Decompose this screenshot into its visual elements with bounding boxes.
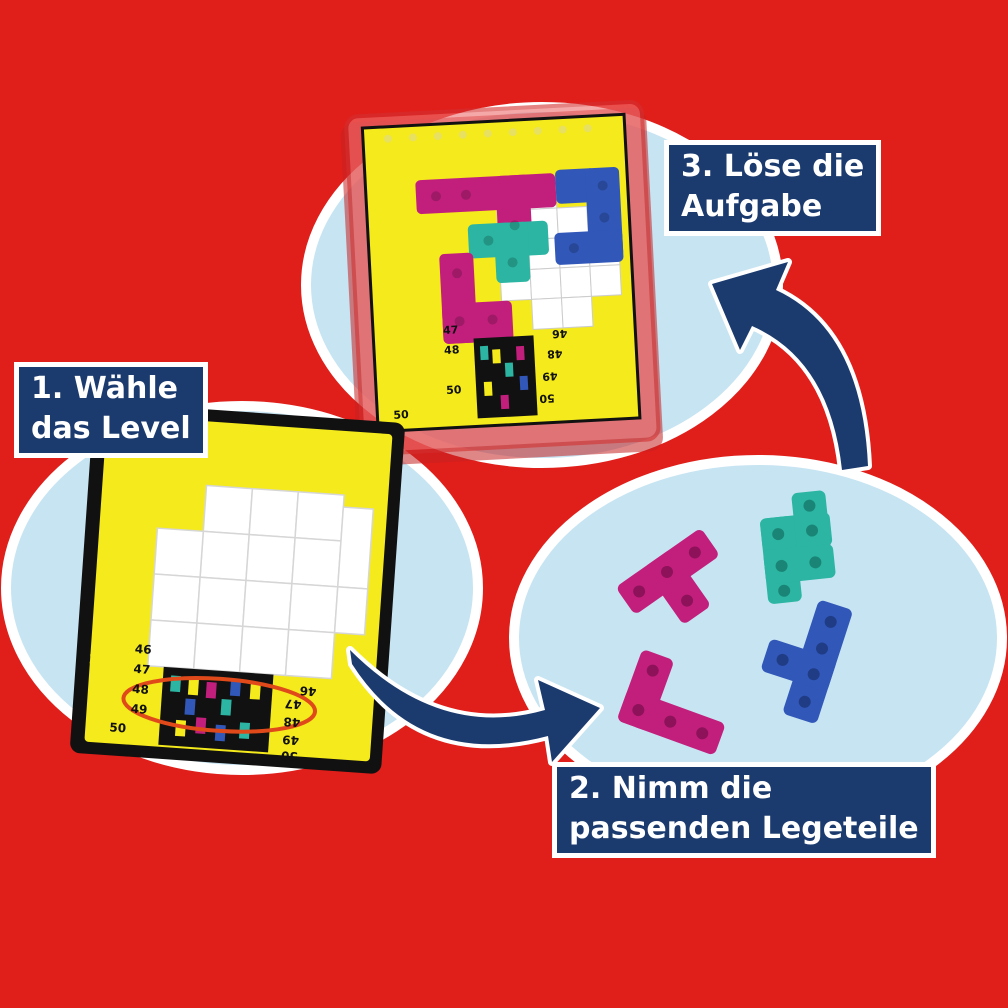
box-number: 48 <box>444 343 460 357</box>
card-number: 50 <box>281 748 299 763</box>
step1-line1: 1. Wähle <box>31 371 178 406</box>
box-number: 46 <box>551 327 567 341</box>
step2-label: 2. Nimm die passenden Legeteile <box>552 762 936 858</box>
card-number: 48 <box>132 682 150 697</box>
step3-label: 3. Löse die Aufgabe <box>664 140 882 236</box>
loose-piece-magenta-l <box>618 650 725 755</box>
card-board-grid <box>146 484 375 680</box>
step2-line2: passenden Legeteile <box>569 811 919 846</box>
step3-line2: Aufgabe <box>681 189 823 224</box>
card-number: 50 <box>109 720 127 735</box>
step1-line2: das Level <box>31 411 191 446</box>
level-card: 46 47 48 49 50 46 47 48 49 50 50 <box>70 402 405 774</box>
step2-line1: 2. Nimm die <box>569 771 773 806</box>
level-highlight-ring <box>121 676 318 734</box>
box-number: 47 <box>443 323 459 337</box>
box-piece-magenta-bottom <box>439 252 514 344</box>
box-number: 50 <box>446 383 462 397</box>
box-piece-blue <box>554 166 624 265</box>
card-number: 48 <box>283 714 301 729</box>
loose-piece-blue <box>761 600 852 723</box>
step3-line1: 3. Löse die <box>681 149 865 184</box>
arrow-step1-to-step2 <box>346 646 604 766</box>
card-corner-number: 50 <box>87 652 99 667</box>
box-number: 49 <box>542 369 558 383</box>
card-number: 46 <box>299 683 317 698</box>
card-number: 49 <box>282 732 300 747</box>
loose-piece-magenta-t <box>617 529 718 623</box>
box-number: 50 <box>539 391 555 405</box>
loose-piece-teal <box>760 490 836 604</box>
card-number: 49 <box>130 702 148 717</box>
arrow-step2-to-step3 <box>708 258 872 474</box>
box-corner-number: 50 <box>393 408 409 422</box>
box-piece-teal <box>467 220 549 283</box>
card-number: 47 <box>133 662 151 677</box>
card-number: 46 <box>134 642 152 657</box>
step1-label: 1. Wähle das Level <box>14 362 208 458</box>
box-number: 48 <box>547 347 563 361</box>
card-number: 47 <box>284 696 302 711</box>
puzzle-box: 47 48 50 46 48 49 50 50 <box>340 100 663 467</box>
